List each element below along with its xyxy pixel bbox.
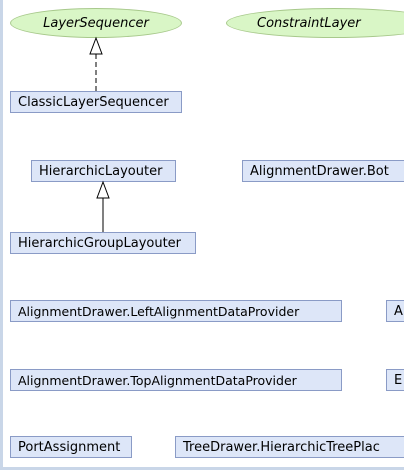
realization-arrow-icon <box>89 36 103 55</box>
frame-left-edge <box>0 0 3 470</box>
interface-layer-sequencer[interactable]: LayerSequencer <box>10 8 182 38</box>
class-top-alignment-data-provider[interactable]: AlignmentDrawer.TopAlignmentDataProvider <box>10 369 342 391</box>
interface-constraint-layerer[interactable]: ConstraintLayer <box>226 8 404 38</box>
class-tree-drawer-hierarchic[interactable]: TreeDrawer.HierarchicTreePlac <box>175 436 404 458</box>
class-alignment-drawer-bottom[interactable]: AlignmentDrawer.Bot <box>242 160 404 182</box>
class-hierarchic-layouter[interactable]: HierarchicLayouter <box>31 160 176 182</box>
class-port-assignment[interactable]: PortAssignment <box>10 436 132 458</box>
class-right-cut-2[interactable]: E <box>386 369 404 391</box>
class-hierarchic-group-layouter[interactable]: HierarchicGroupLayouter <box>10 232 196 254</box>
class-classic-layer-sequencer[interactable]: ClassicLayerSequencer <box>10 91 182 113</box>
inheritance-arrow-icon <box>96 180 110 199</box>
frame-bottom-edge <box>0 467 404 470</box>
class-left-alignment-data-provider[interactable]: AlignmentDrawer.LeftAlignmentDataProvide… <box>10 300 342 322</box>
class-right-cut-1[interactable]: A <box>386 300 404 322</box>
